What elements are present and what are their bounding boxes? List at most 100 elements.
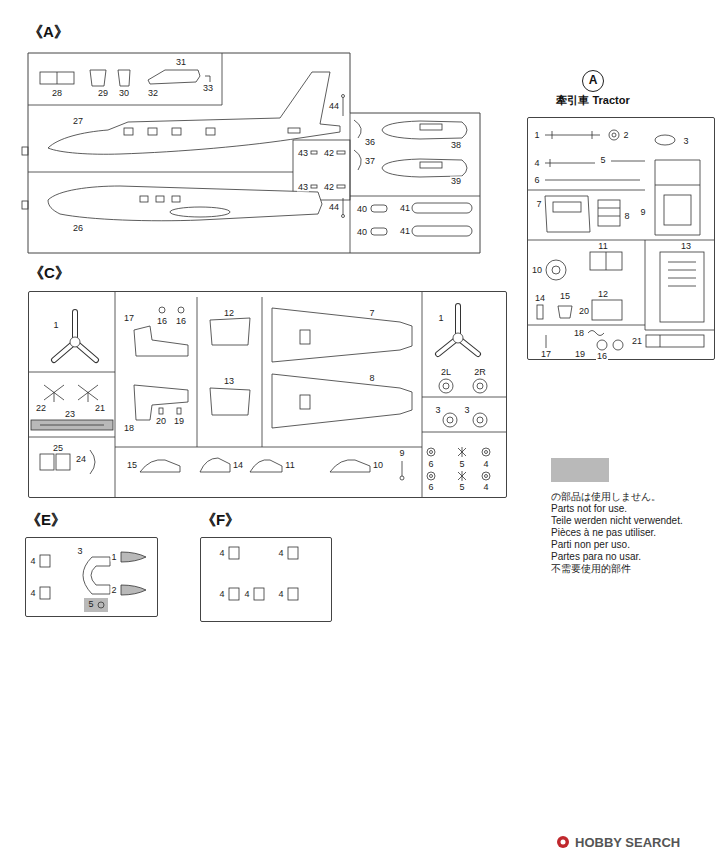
part-number: 33 <box>202 84 214 93</box>
sprue-frame: A牽引車 Tractor <box>527 117 715 360</box>
part-number: 2L <box>440 368 452 377</box>
part-number: 6 <box>427 483 434 492</box>
part-number: 1 <box>110 553 117 562</box>
part-number: 20 <box>578 307 590 316</box>
part-number: 11 <box>597 242 608 251</box>
part-number: 20 <box>155 417 167 426</box>
part-number: 10 <box>372 461 384 470</box>
part-number: 14 <box>534 294 546 303</box>
part-number: 17 <box>540 350 552 359</box>
part-number: 4 <box>218 590 225 599</box>
part-number: 9 <box>398 449 405 458</box>
part-number: 38 <box>450 141 462 150</box>
part-number: 4 <box>482 483 489 492</box>
part-number: 3 <box>434 406 441 415</box>
legend-text: の部品は使用しません。 <box>551 491 721 503</box>
sprue-outline <box>28 53 480 253</box>
part-number: 15 <box>126 461 138 470</box>
part-number: 6 <box>533 176 540 185</box>
part-number: 4 <box>277 590 284 599</box>
sprue-heading: 牽引車 Tractor <box>556 94 629 107</box>
part-number: 4 <box>533 159 540 168</box>
legend-swatch <box>551 458 609 482</box>
part-number: 22 <box>35 404 47 413</box>
part-number: 4 <box>482 460 489 469</box>
part-number: 41 <box>399 227 411 236</box>
part-number: 27 <box>72 117 84 126</box>
part-number: 12 <box>597 290 609 299</box>
watermark: HOBBY SEARCH <box>574 836 681 849</box>
part-number: 3 <box>76 547 83 556</box>
legend-note: Teile werden nicht verwendet. <box>551 515 683 527</box>
part-number: 1 <box>533 131 540 140</box>
legend-note: Pièces à ne pas utiliser. <box>551 527 656 539</box>
part-number: 41 <box>399 204 411 213</box>
part-number: 40 <box>356 205 368 214</box>
part-number: 31 <box>175 58 187 67</box>
part-number: 19 <box>173 417 185 426</box>
legend: の部品は使用しません。 <box>551 458 721 503</box>
part-number: 17 <box>123 314 135 323</box>
legend-item: の部品は使用しません。 <box>551 458 721 503</box>
part-number: 10 <box>531 266 543 275</box>
part-number: 18 <box>123 424 135 433</box>
part-number: 4 <box>29 557 36 566</box>
part-number: 44 <box>328 102 340 111</box>
part-number: 3 <box>463 406 470 415</box>
legend-note: Parti non per uso. <box>551 539 630 551</box>
part-number: 21 <box>631 337 643 346</box>
part-number: 4 <box>243 590 250 599</box>
part-number: 16 <box>596 352 608 361</box>
part-number: 14 <box>232 461 244 470</box>
part-number: 16 <box>156 317 168 326</box>
part-number: 40 <box>356 228 368 237</box>
part-number: 1 <box>437 314 444 323</box>
part-number: 16 <box>175 317 187 326</box>
part-number: 39 <box>450 177 462 186</box>
part-number: 13 <box>223 377 235 386</box>
sprue-frame: 《A》 <box>28 53 480 253</box>
part-number: 9 <box>639 208 646 217</box>
part-number: 4 <box>218 549 225 558</box>
part-number: 5 <box>599 156 606 165</box>
part-number: 36 <box>364 138 376 147</box>
sprue-frame: 《C》 <box>28 291 507 498</box>
part-number: 6 <box>427 460 434 469</box>
part-number: 25 <box>52 444 64 453</box>
part-number: 5 <box>458 483 465 492</box>
part-number: 24 <box>75 455 87 464</box>
part-number: 7 <box>535 200 542 209</box>
part-number: 11 <box>284 461 295 470</box>
part-number: 28 <box>51 89 63 98</box>
part-number: 44 <box>328 203 340 212</box>
legend-note: Parts not for use. <box>551 503 627 515</box>
part-number: 30 <box>118 89 130 98</box>
sprue-heading: 《E》 <box>26 511 66 528</box>
part-number: 29 <box>97 89 109 98</box>
part-number: 13 <box>680 242 692 251</box>
part-number: 19 <box>574 350 586 359</box>
sprue-heading: 《F》 <box>201 511 240 528</box>
part-number: 2 <box>622 131 629 140</box>
part-number: 5 <box>87 600 94 609</box>
part-number: 32 <box>147 89 159 98</box>
part-number: 5 <box>458 460 465 469</box>
part-number: 42 <box>323 183 335 192</box>
part-number: 2 <box>110 586 117 595</box>
part-number: 4 <box>277 549 284 558</box>
sprue-heading: 《A》 <box>28 23 69 40</box>
part-number: 37 <box>364 157 376 166</box>
legend-note: 不需要使用的部件 <box>551 563 631 575</box>
part-number: 21 <box>94 404 106 413</box>
sprue-heading: 《C》 <box>29 264 70 281</box>
part-number: 7 <box>368 309 375 318</box>
part-number: 12 <box>223 309 235 318</box>
part-number: 4 <box>29 589 36 598</box>
part-number: 23 <box>64 410 76 419</box>
part-number: 3 <box>682 137 689 146</box>
part-number: 43 <box>297 149 309 158</box>
